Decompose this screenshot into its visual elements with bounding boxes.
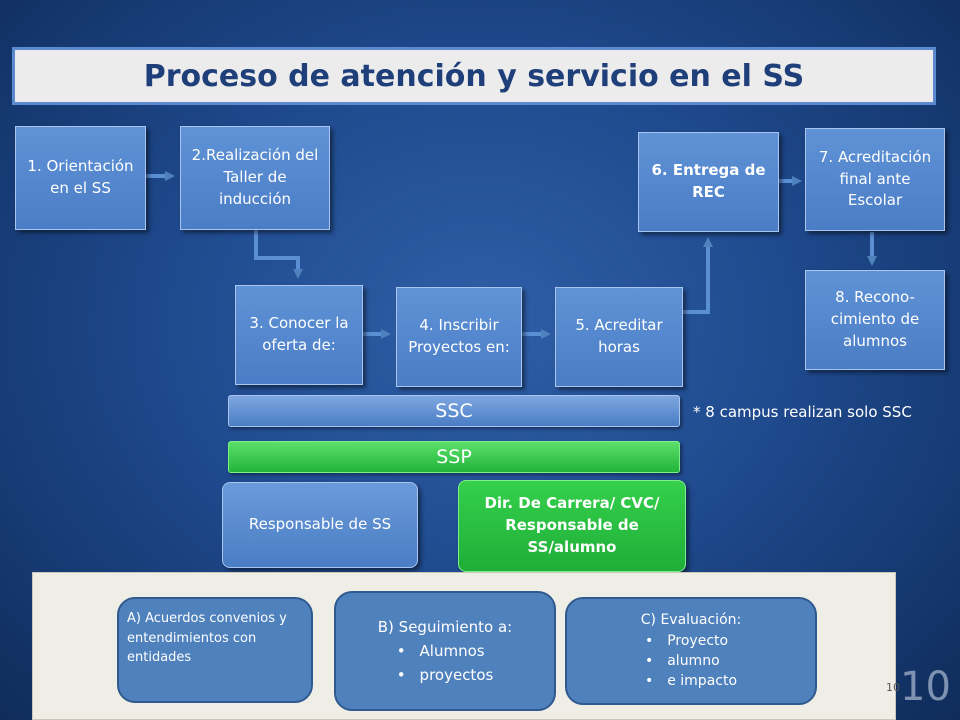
step-8-label: 8. Recono-cimiento de alumnos <box>830 288 920 350</box>
ssc-label: SSC <box>435 400 473 422</box>
oval-evaluacion: C) Evaluación: Proyecto alumno e impacto <box>565 597 817 705</box>
list-item: e impacto <box>645 671 737 691</box>
ssc-bar: SSC <box>228 395 680 427</box>
step-5-box: 5. Acreditar horas <box>555 287 683 387</box>
page-number-small: 10 <box>886 681 900 694</box>
list-item: proyectos <box>397 663 494 687</box>
step-4-box: 4. Inscribir Proyectos en: <box>396 287 522 387</box>
list-item: alumno <box>645 651 737 671</box>
arrow-2-to-3 <box>254 228 303 279</box>
list-item: Proyecto <box>645 631 737 651</box>
ssc-responsable-box: Responsable de SS <box>222 482 418 568</box>
step-4-label: 4. Inscribir Proyectos en: <box>408 316 510 356</box>
arrow-5-to-6 <box>683 237 713 314</box>
page-number-large: 10 <box>900 664 951 710</box>
step-3-label: 3. Conocer la oferta de: <box>249 314 349 354</box>
oval-seguimiento-title: B) Seguimiento a: <box>377 618 513 636</box>
title-box: Proceso de atención y servicio en el SS <box>12 47 936 105</box>
step-7-label: 7. Acreditación final ante Escolar <box>818 147 932 210</box>
oval-acuerdos: A) Acuerdos convenios y entendimientos c… <box>117 597 313 703</box>
step-5-label: 5. Acreditar horas <box>575 316 663 356</box>
step-8-box: 8. Recono-cimiento de alumnos <box>805 270 945 370</box>
step-2-label: 2.Realización del Taller de inducción <box>191 146 319 208</box>
step-6-box: 6. Entrega de REC <box>638 132 779 232</box>
ssp-label: SSP <box>436 446 472 468</box>
ssp-bar: SSP <box>228 441 680 473</box>
step-6-label: 6. Entrega de REC <box>651 161 766 201</box>
oval-acuerdos-text: A) Acuerdos convenios y entendimientos c… <box>127 611 287 665</box>
ssp-responsable-label: Dir. De Carrera/ CVC/ Responsable de SS/… <box>484 494 660 556</box>
step-1-label: 1. Orientación en el SS <box>27 157 134 197</box>
oval-seguimiento: B) Seguimiento a: Alumnos proyectos <box>334 591 556 711</box>
evaluacion-list: Proyecto alumno e impacto <box>645 631 737 692</box>
seguimiento-list: Alumnos proyectos <box>397 639 494 687</box>
step-2-box: 2.Realización del Taller de inducción <box>180 126 330 230</box>
step-1-box: 1. Orientación en el SS <box>15 126 146 230</box>
ssc-responsable-label: Responsable de SS <box>248 515 392 534</box>
step-7-box: 7. Acreditación final ante Escolar <box>805 128 945 231</box>
ssp-responsable-box: Dir. De Carrera/ CVC/ Responsable de SS/… <box>458 480 686 572</box>
list-item: Alumnos <box>397 639 494 663</box>
page-title: Proceso de atención y servicio en el SS <box>143 58 805 94</box>
campus-note: * 8 campus realizan solo SSC <box>693 403 912 421</box>
step-3-box: 3. Conocer la oferta de: <box>235 285 363 385</box>
oval-evaluacion-title: C) Evaluación: <box>640 612 742 629</box>
